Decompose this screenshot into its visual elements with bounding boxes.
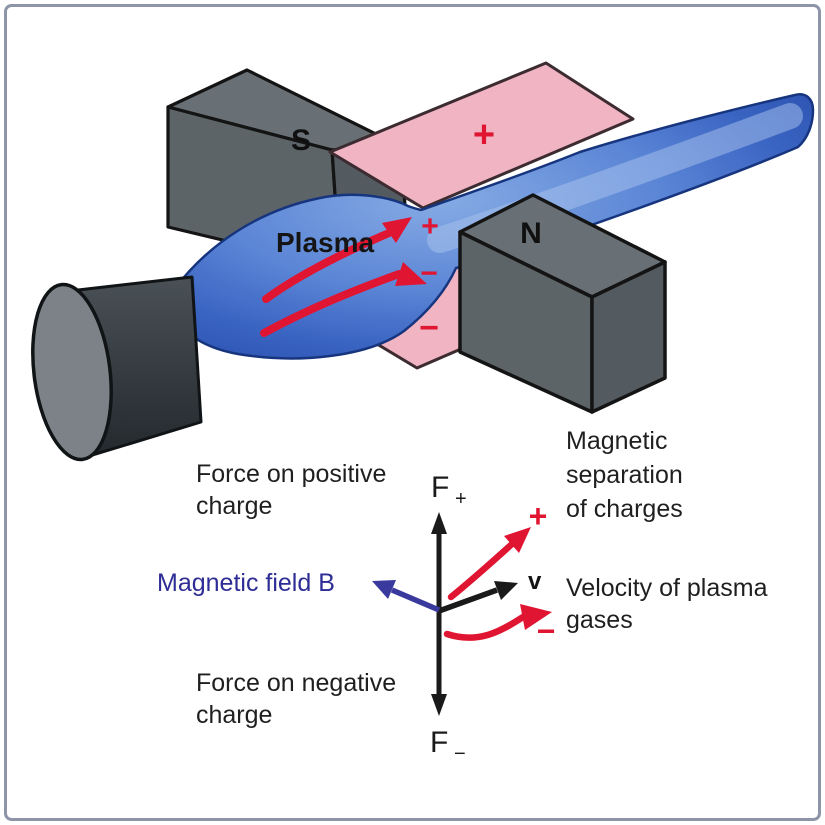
magnet-south-label: S — [291, 124, 311, 157]
diagram-negative-arrow-shaft — [443, 613, 527, 641]
bottom-plate-minus-sign: − — [419, 309, 439, 347]
velocity-arrow-shaft — [438, 587, 498, 614]
plasma-positive-arrow-shaft — [262, 229, 393, 303]
velocity-symbol: v — [528, 568, 542, 595]
f-plus-subscript: + — [455, 488, 467, 510]
diagram-negative-arrowhead — [520, 604, 552, 630]
velocity-arrowhead — [494, 581, 518, 600]
magnet-north-right-face — [590, 260, 667, 414]
f-minus-label: F — [430, 726, 448, 759]
caption-force-negative-line1: Force on negative — [196, 669, 396, 697]
plasma-label: Plasma — [276, 227, 374, 258]
diagram-plus-sign: + — [529, 498, 548, 534]
magnetic-field-arrow-shaft — [390, 587, 441, 613]
plasma-negative-arrow-shaft — [260, 270, 403, 337]
plasma-minus-sign: − — [420, 257, 438, 290]
plasma-positive-arrowhead — [382, 217, 412, 243]
plasma-negative-arrowhead — [395, 262, 427, 286]
vector-diagram: F + F − v + − — [372, 471, 555, 765]
caption-separation-line1: Magnetic — [566, 427, 667, 455]
magnet-north — [458, 193, 667, 414]
caption-separation-line3: of charges — [566, 495, 683, 523]
diagram-positive-arrowhead — [504, 527, 531, 553]
plasma-charge-arrows — [260, 217, 427, 337]
nozzle-cone — [31, 275, 203, 462]
caption-velocity-line2: gases — [566, 606, 633, 634]
magnet-north-label: N — [520, 217, 542, 250]
caption-force-negative-line2: charge — [196, 701, 272, 729]
caption-velocity-line1: Velocity of plasma — [566, 574, 768, 602]
caption-force-positive-line1: Force on positive — [196, 460, 386, 488]
captions: Force on positive charge Magnetic field … — [157, 427, 768, 729]
caption-magnetic-field: Magnetic field B — [157, 569, 335, 597]
force-up-arrowhead — [431, 512, 447, 534]
diagram-minus-sign: − — [537, 613, 556, 649]
magnetic-field-arrowhead — [372, 580, 396, 599]
nozzle-cone-face — [31, 282, 113, 462]
top-charge-plate — [328, 61, 635, 210]
diagram-positive-arrow-shaft — [447, 540, 516, 601]
force-down-arrowhead — [431, 694, 447, 716]
plasma-plus-sign: + — [421, 210, 439, 243]
caption-force-positive-line2: charge — [196, 492, 272, 520]
top-plate-plus-sign: + — [473, 114, 495, 156]
caption-separation-line2: separation — [566, 461, 683, 489]
f-minus-subscript: − — [454, 743, 466, 765]
f-plus-label: F — [431, 471, 449, 504]
